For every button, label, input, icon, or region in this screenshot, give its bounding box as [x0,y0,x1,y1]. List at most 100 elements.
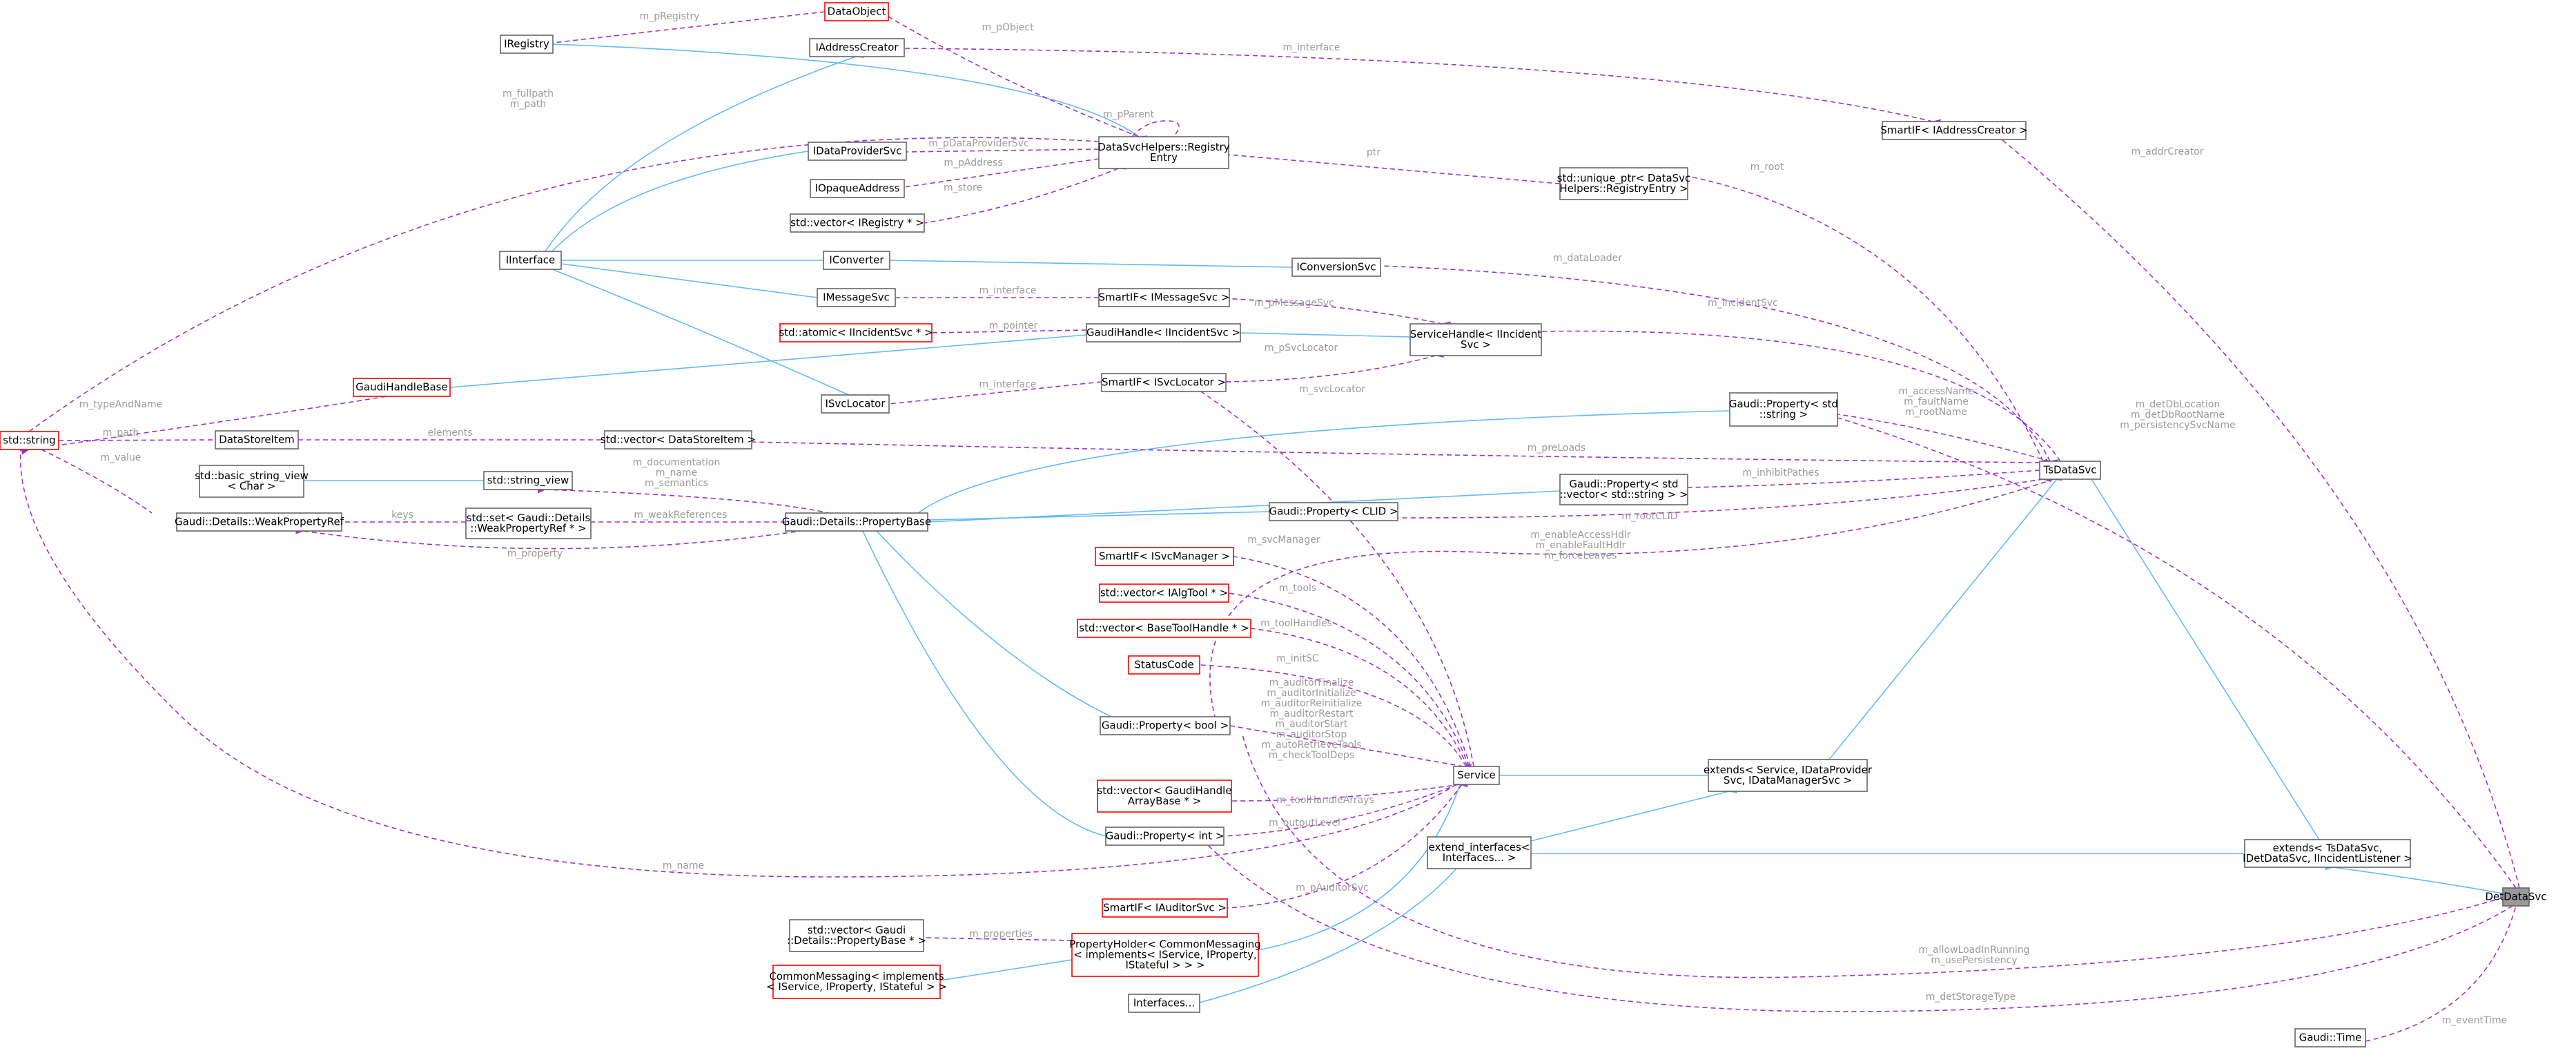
usage-edge-IDataProviderSvc-RegistryEntry [906,144,1107,153]
node-label: std::set< Gaudi::Details [467,512,591,524]
edge-label-line: m_detStorageType [1926,992,2016,1003]
class-node-Service[interactable]: Service [1453,766,1500,785]
class-node-SmartIF_IMessageSvc[interactable]: SmartIF< IMessageSvc > [1098,288,1230,307]
edge-path [32,442,153,514]
class-node-IMessageSvc[interactable]: IMessageSvc [817,288,896,307]
class-node-extend_interfaces[interactable]: extend_interfaces<Interfaces... > [1427,836,1532,869]
class-node-vector_DataStoreItem[interactable]: std::vector< DataStoreItem > [601,430,756,450]
edge-label-line: m_preLoads [1528,443,1585,454]
edge-label-line: m_initSC [1276,653,1319,664]
class-node-ISvcLocator[interactable]: ISvcLocator [821,394,890,414]
edge-label-initSC: m_initSC [1276,653,1319,664]
node-box [1102,898,1228,918]
class-node-PropertyHolder[interactable]: PropertyHolder< CommonMessaging< impleme… [1069,933,1261,977]
class-node-DataStoreItem[interactable]: DataStoreItem [215,430,299,450]
class-node-GaudiHandleBase[interactable]: GaudiHandleBase [353,378,451,397]
node-box [1128,994,1200,1013]
edge-label-line: m_auditorReinitialize [1261,698,1363,709]
edge-path [2084,470,2320,840]
class-node-IAddressCreator[interactable]: IAddressCreator [809,38,905,57]
edge-path [1541,330,2069,470]
node-box [353,378,451,397]
class-node-vector_BaseToolHandle[interactable]: std::vector< BaseToolHandle * > [1077,619,1251,638]
edge-label-line: m_semantics [645,478,708,489]
edge-label-line: m_name [656,467,697,479]
edge-path [1233,556,1476,775]
class-node-string_view[interactable]: std::string_view [483,471,573,490]
usage-edge-Property_bool-TsDataSvc [1209,472,2062,717]
class-node-IConverter[interactable]: IConverter [823,251,890,270]
class-node-Interfaces[interactable]: Interfaces... [1128,994,1200,1013]
node-label: StatusCode [1134,659,1193,671]
edge-path [889,260,1300,272]
class-node-SmartIF_ISvcLocator[interactable]: SmartIF< ISvcLocator > [1101,373,1227,392]
edge-label-tools: m_tools [1279,583,1316,594]
class-node-extends_Service[interactable]: extends< Service, IDataProviderSvc, IDat… [1704,759,1873,792]
class-node-CommonMessaging[interactable]: CommonMessaging< implements< IService, I… [766,965,947,999]
class-node-TsDataSvc[interactable]: TsDataSvc [2039,461,2101,480]
node-box [215,430,299,450]
edge-path [449,330,1095,388]
node-label: IConversionSvc [1296,261,1376,273]
edge-label-line: m_checkToolDeps [1269,750,1354,761]
class-node-IDataProviderSvc[interactable]: IDataProviderSvc [808,142,907,161]
edge-label-line: m_store [944,182,982,193]
node-box [500,35,554,54]
class-node-ServiceHandle_IIncidentSvc[interactable]: ServiceHandle< IIncidentSvc > [1409,323,1542,356]
edge-label-line: m_enableFaultHdlr [1536,540,1626,551]
class-node-PropertyBase[interactable]: Gaudi::Details::PropertyBase [782,512,931,532]
node-box [1077,619,1251,638]
class-node-RegistryEntry[interactable]: DataSvcHelpers::RegistryEntry [1097,136,1230,169]
usage-edge-std_string-Service [19,449,1465,878]
edge-path [295,525,801,550]
edge-path [552,146,817,252]
class-node-WeakPropertyRef[interactable]: Gaudi::Details::WeakPropertyRef [175,512,344,532]
inheritance-edge-Property_int-PropertyBase [862,530,1115,842]
edge-path [552,44,1148,145]
class-node-std_string[interactable]: std::string [0,431,59,450]
class-node-Property_int[interactable]: Gaudi::Property< int > [1105,827,1224,846]
class-node-GaudiHandle_IIncidentSvc[interactable]: GaudiHandle< IIncidentSvc > [1086,323,1241,342]
class-node-SmartIF_IAuditorSvc[interactable]: SmartIF< IAuditorSvc > [1102,898,1228,918]
class-node-vector_PropertyBase[interactable]: std::vector< Gaudi::Details::PropertyBas… [787,919,926,952]
edge-label-toolHandles: m_toolHandles [1260,618,1332,629]
class-node-extends_TsDataSvc[interactable]: extends< TsDataSvc,IDetDataSvc, IInciden… [2243,839,2412,868]
edge-label-line: m_pParent [1103,109,1155,120]
class-node-basic_string_view[interactable]: std::basic_string_view< Char > [195,465,309,498]
edge-label-detStorageType: m_detStorageType [1926,992,2016,1003]
inheritance-edge-Interfaces-extend_interfaces [1191,868,1457,1009]
class-node-Property_vector_string[interactable]: Gaudi::Property< std::vector< std::strin… [1559,474,1688,505]
class-node-set_WeakPropertyRef[interactable]: std::set< Gaudi::Details::WeakPropertyRe… [465,508,592,539]
class-node-DataObject[interactable]: DataObject [824,2,889,21]
edge-path [1124,120,1180,146]
class-node-Gaudi_Time[interactable]: Gaudi::Time [2294,1028,2366,1047]
class-node-IInterface[interactable]: IInterface [499,251,562,270]
usage-edge-WeakPropertyRef-std_string [32,442,153,514]
node-label: SmartIF< ISvcLocator > [1102,376,1226,389]
edge-path [1227,775,1470,909]
usage-edge-Property_int-DetDataSvc [1207,844,2521,1012]
class-node-DetDataSvc[interactable]: DetDataSvc [2485,887,2547,907]
class-node-IOpaqueAddress[interactable]: IOpaqueAddress [810,179,905,198]
class-node-StatusCode[interactable]: StatusCode [1128,655,1200,675]
class-node-IConversionSvc[interactable]: IConversionSvc [1291,258,1381,277]
node-label: Svc > [1461,338,1491,351]
class-node-vector_IAlgTool[interactable]: std::vector< IAlgTool * > [1099,583,1229,603]
class-node-SmartIF_IAddressCreator[interactable]: SmartIF< IAddressCreator > [1880,121,2028,140]
class-node-vector_IRegistry[interactable]: std::vector< IRegistry * > [790,213,925,233]
node-box [1453,766,1500,785]
class-node-Property_bool[interactable]: Gaudi::Property< bool > [1100,716,1231,735]
usage-edge-Gaudi_Time-DetDataSvc [2357,905,2517,1047]
class-node-atomic_IIncidentSvc[interactable]: std::atomic< IIncidentSvc * > [779,323,933,342]
edge-label-preLoads: m_preLoads [1528,443,1585,454]
edge-path [50,436,216,445]
edge-path [927,507,1278,521]
edge-label-line: m_svcLocator [1299,384,1365,395]
class-node-Property_string[interactable]: Gaudi::Property< std::string > [1729,392,1838,427]
class-node-IRegistry[interactable]: IRegistry [500,35,554,54]
class-node-unique_ptr_RegistryEntry[interactable]: std::unique_ptr< DataSvcHelpers::Registr… [1557,167,1691,200]
class-node-SmartIF_ISvcManager[interactable]: SmartIF< ISvcManager > [1095,547,1234,566]
class-node-Property_CLID[interactable]: Gaudi::Property< CLID > [1269,502,1398,521]
usage-edge-RegistryEntry-RegistryEntry [1124,120,1180,146]
